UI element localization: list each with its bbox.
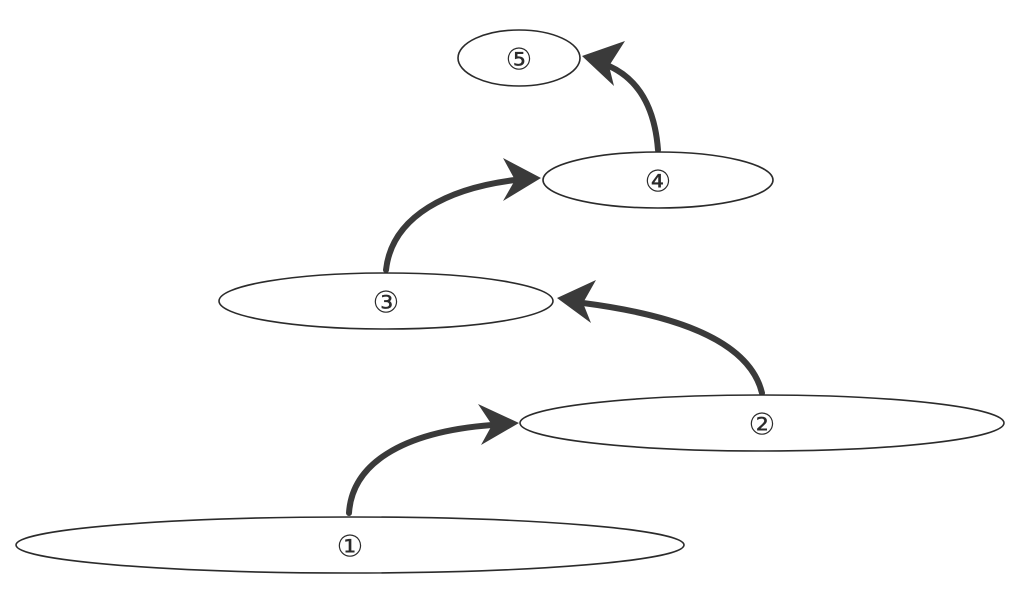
arrow-line <box>606 63 661 153</box>
node-ellipse <box>457 29 581 87</box>
edge-3-to-4 <box>383 158 541 273</box>
node-ellipse <box>218 272 554 330</box>
node-4: ④ <box>542 151 774 209</box>
arrow-head-icon <box>557 280 596 323</box>
node-1: ① <box>15 516 685 574</box>
node-2: ② <box>519 394 1005 452</box>
node-ellipse <box>519 394 1005 452</box>
arrow-line <box>580 300 765 396</box>
edge-2-to-3 <box>557 280 765 396</box>
node-5: ⑤ <box>457 29 581 87</box>
node-label: ③ <box>373 286 400 321</box>
node-ellipse <box>542 151 774 209</box>
arrow-line <box>346 422 495 516</box>
arrow-line <box>383 177 518 273</box>
node-label: ⑤ <box>506 43 533 78</box>
edge-1-to-2 <box>346 404 519 516</box>
node-ellipse <box>15 516 685 574</box>
node-label: ① <box>337 530 364 565</box>
arrow-head-icon <box>582 41 625 86</box>
node-3: ③ <box>218 272 554 330</box>
arrow-head-icon <box>503 158 541 201</box>
edge-4-to-5 <box>582 41 661 153</box>
node-label: ④ <box>645 165 672 200</box>
arrow-head-icon <box>478 404 519 445</box>
node-label: ② <box>749 408 776 443</box>
